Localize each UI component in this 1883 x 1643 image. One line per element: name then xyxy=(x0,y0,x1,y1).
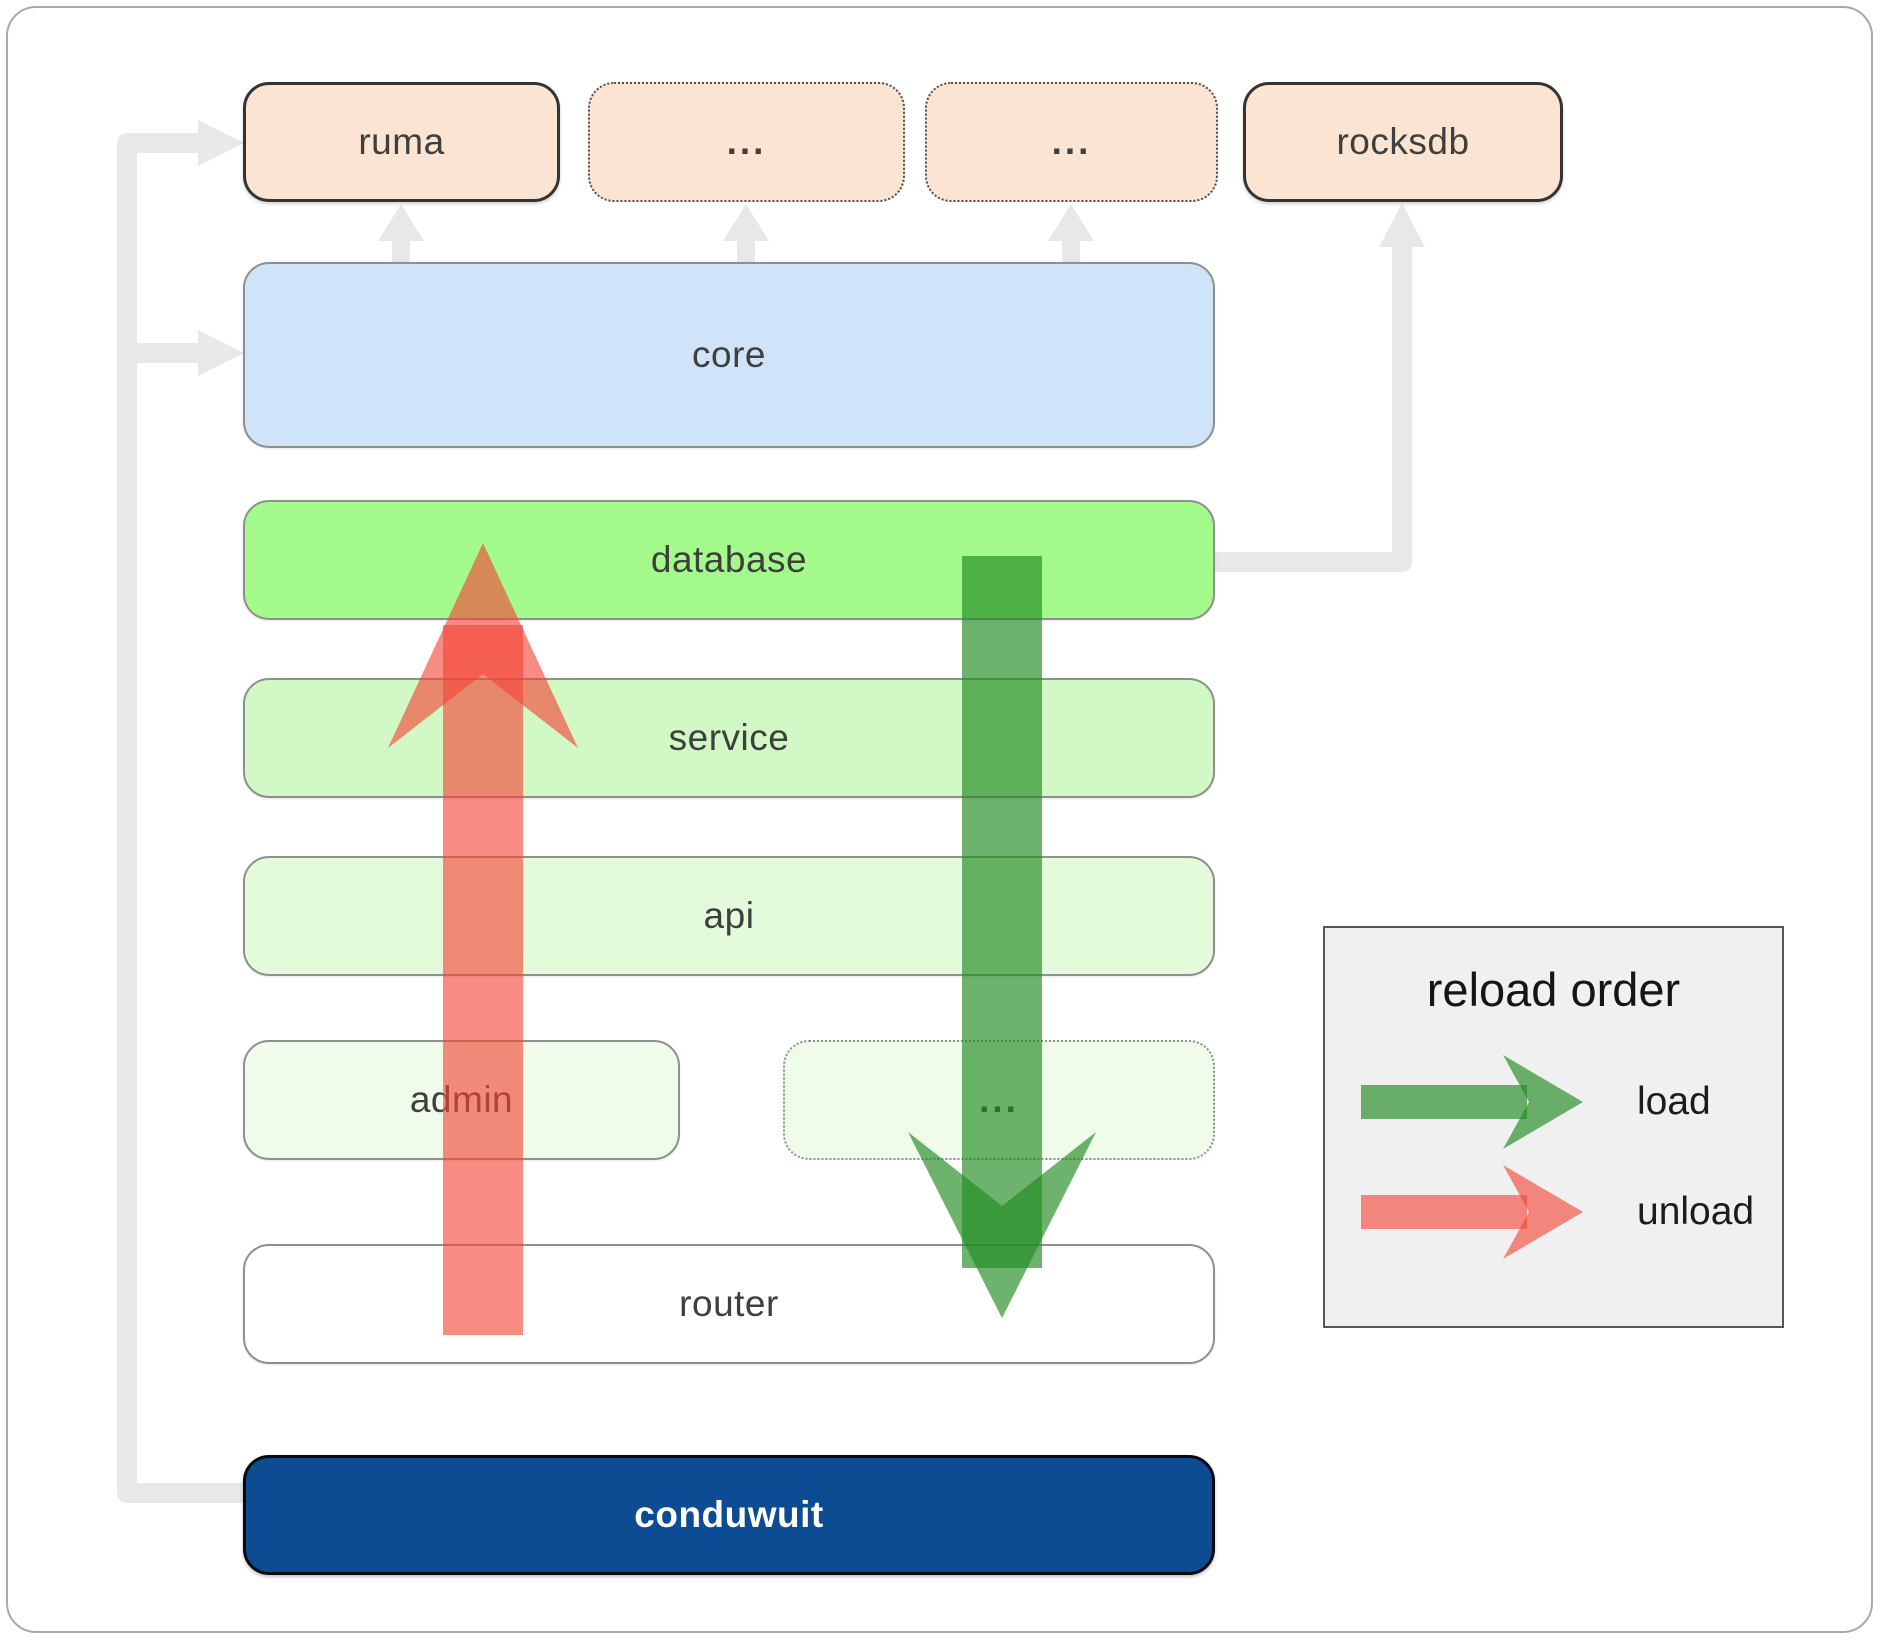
box-ellipsis-1-label: ... xyxy=(726,121,767,162)
box-admin-ellipsis-label: ... xyxy=(979,1079,1019,1120)
box-core-label: core xyxy=(692,334,766,375)
legend-unload-arrow-icon xyxy=(1361,1165,1583,1259)
box-service-label: service xyxy=(668,717,790,758)
legend-row-load: load xyxy=(1325,1047,1782,1157)
box-ruma: ruma xyxy=(243,82,560,202)
box-router: router xyxy=(243,1244,1215,1364)
box-api-label: api xyxy=(703,895,755,936)
box-service: service xyxy=(243,678,1215,798)
canvas-border xyxy=(6,6,1873,1633)
legend-title: reload order xyxy=(1426,963,1681,1016)
legend-load-arrow-icon xyxy=(1361,1055,1583,1149)
legend-unload-label: unload xyxy=(1637,1190,1755,1233)
legend-load-label: load xyxy=(1637,1080,1711,1123)
box-admin: admin xyxy=(243,1040,680,1160)
box-ellipsis-2-label: ... xyxy=(1051,121,1092,162)
box-conduwuit-label: conduwuit xyxy=(634,1494,824,1535)
box-conduwuit: conduwuit xyxy=(243,1455,1215,1575)
box-router-label: router xyxy=(679,1283,779,1324)
box-rocksdb-label: rocksdb xyxy=(1336,121,1470,162)
box-ellipsis-2: ... xyxy=(925,82,1218,202)
box-ruma-label: ruma xyxy=(358,121,445,162)
box-core: core xyxy=(243,262,1215,448)
legend-row-unload: unload xyxy=(1325,1157,1782,1267)
box-admin-label: admin xyxy=(409,1079,514,1120)
legend: reload order load unload xyxy=(1323,926,1784,1328)
box-ellipsis-1: ... xyxy=(588,82,905,202)
box-database-label: database xyxy=(650,539,808,580)
box-api: api xyxy=(243,856,1215,976)
box-rocksdb: rocksdb xyxy=(1243,82,1563,202)
box-admin-ellipsis: ... xyxy=(783,1040,1215,1160)
box-database: database xyxy=(243,500,1215,620)
